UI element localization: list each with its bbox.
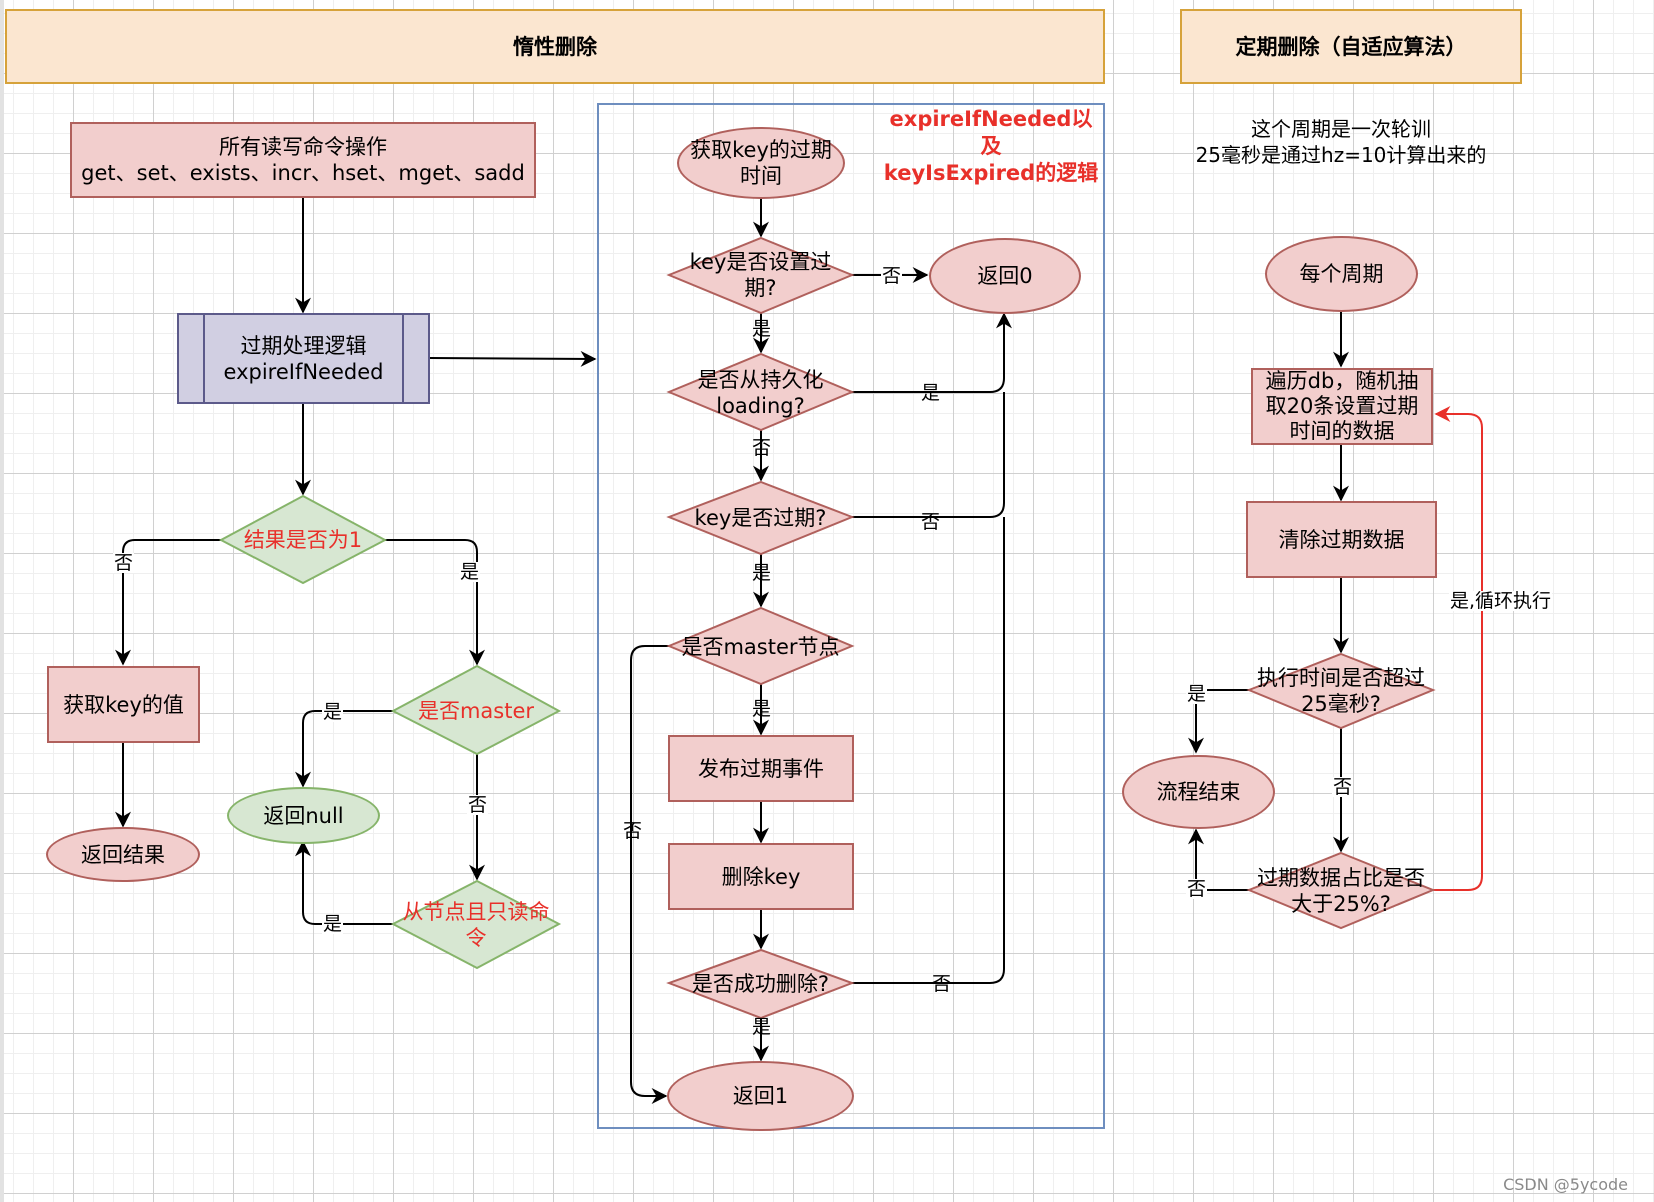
edge-label-result-yes: 是 [459, 561, 481, 583]
get-expire-time-line2: 时间 [740, 164, 782, 188]
slave-readonly-label: 从节点且只读命 令 [393, 898, 559, 952]
sample-keys-line1: 遍历db，随机抽 [1265, 369, 1419, 393]
edge-label-time-yes: 是 [1186, 683, 1208, 705]
edge-label-loading-yes: 是 [921, 382, 941, 404]
get-key-value-label: 获取key的值 [63, 692, 184, 717]
expire-logic-frame[interactable] [597, 103, 1105, 1129]
return-null-label: 返回null [263, 803, 344, 828]
edge-label-has-expire-yes: 是 [752, 318, 772, 340]
time-exceeded-line2: 25毫秒? [1301, 692, 1381, 716]
is-master-label: 是否master [417, 699, 535, 723]
return-0-label: 返回0 [977, 264, 1033, 288]
return-1-label: 返回1 [732, 1084, 789, 1108]
publish-event-label: 发布过期事件 [698, 756, 824, 781]
ratio-label: 过期数据占比是否 大于25%? [1240, 864, 1442, 918]
lane-periodic-deletion[interactable]: 定期删除（自适应算法） [1180, 9, 1522, 84]
return-result-node[interactable]: 返回结果 [46, 827, 200, 882]
return-0-node[interactable]: 返回0 [929, 238, 1081, 314]
edge-label-time-no: 否 [1332, 776, 1354, 798]
edge-label-master-yes: 是 [322, 701, 344, 723]
flow-end-node[interactable]: 流程结束 [1122, 755, 1275, 829]
loading-line1: 是否从持久化 [697, 368, 824, 392]
frame-note: expireIfNeeded以及 keyIsExpired的逻辑 [880, 106, 1102, 187]
delete-key-label: 删除key [721, 864, 801, 889]
edge-label-master-node-yes: 是 [752, 698, 772, 720]
flow-end-label: 流程结束 [1156, 780, 1241, 804]
canvas-left-edge [0, 0, 4, 1202]
expire-process-func: expireIfNeeded [223, 359, 384, 384]
expire-process-title: 过期处理逻辑 [240, 333, 367, 358]
sample-keys-line2: 取20条设置过期 [1265, 394, 1419, 418]
expire-process-box[interactable]: 过期处理逻辑 expireIfNeeded [177, 313, 430, 404]
clear-expired-label: 清除过期数据 [1278, 527, 1405, 552]
get-key-value-box[interactable]: 获取key的值 [47, 666, 200, 743]
edge-label-has-expire-no: 否 [881, 265, 903, 287]
edge-label-result-no: 否 [113, 552, 135, 574]
expired-label: key是否过期? [694, 506, 827, 530]
ratio-line2: 大于25%? [1291, 892, 1391, 916]
lane-lazy-title: 惰性删除 [513, 34, 597, 59]
get-expire-time-node[interactable]: 获取key的过期 时间 [677, 127, 845, 199]
slave-readonly-line1: 从节点且只读命 [402, 900, 550, 924]
edge-result-yes [385, 539, 485, 666]
frame-note-line1: expireIfNeeded以及 [889, 107, 1093, 158]
periodic-note-line2: 25毫秒是通过hz=10计算出来的 [1195, 143, 1487, 167]
edge-label-deleted-yes: 是 [752, 1016, 772, 1038]
get-expire-time-line1: 获取key的过期 [690, 138, 832, 162]
slave-readonly-line2: 令 [465, 926, 487, 950]
publish-event-box[interactable]: 发布过期事件 [668, 735, 854, 802]
edge-label-ratio-no: 否 [1186, 878, 1208, 900]
edge-slave-yes [295, 840, 393, 925]
edge-ratio-yes-loop [1433, 406, 1483, 891]
edge-label-expired-yes: 是 [752, 562, 772, 584]
edge-label-loading-no: 否 [752, 437, 772, 459]
master-node-label: 是否master节点 [681, 635, 840, 659]
clear-expired-box[interactable]: 清除过期数据 [1246, 501, 1437, 578]
return-1-node[interactable]: 返回1 [667, 1061, 854, 1131]
periodic-note-line1: 这个周期是一次轮训 [1251, 117, 1431, 141]
has-expire-label: key是否设置过 期? [669, 248, 852, 302]
lane-lazy-deletion[interactable]: 惰性删除 [5, 9, 1105, 84]
edge-label-deleted-no: 否 [932, 973, 952, 995]
edge-label-master-node-no: 否 [623, 820, 643, 842]
edge-master-yes [295, 710, 393, 788]
has-expire-line2: 期? [744, 276, 777, 300]
edge-process-to-frame [429, 350, 597, 367]
each-cycle-node[interactable]: 每个周期 [1265, 236, 1418, 312]
delete-key-box[interactable]: 删除key [668, 843, 854, 910]
loading-line2: loading? [716, 394, 805, 418]
edge-label-expired-no: 否 [921, 511, 941, 533]
edge-label-ratio-yes-loop: 是,循环执行 [1449, 590, 1553, 612]
all-commands-title: 所有读写命令操作 [219, 135, 387, 159]
edge-label-master-no: 否 [467, 794, 489, 816]
ratio-line1: 过期数据占比是否 [1257, 866, 1425, 890]
sample-keys-line3: 时间的数据 [1289, 419, 1395, 443]
result-is-1-label: 结果是否为1 [243, 528, 363, 552]
return-null-node[interactable]: 返回null [227, 787, 380, 844]
all-commands-list: get、set、exists、incr、hset、mget、sadd [81, 161, 525, 185]
watermark: CSDN @5ycode [1503, 1175, 1628, 1194]
deleted-label: 是否成功删除? [691, 972, 830, 996]
all-commands-box[interactable]: 所有读写命令操作 get、set、exists、incr、hset、mget、s… [70, 122, 536, 198]
lane-periodic-title: 定期删除（自适应算法） [1235, 34, 1467, 59]
time-exceeded-label: 执行时间是否超过 25毫秒? [1240, 664, 1442, 718]
edge-label-slave-yes: 是 [322, 913, 344, 935]
periodic-note: 这个周期是一次轮训 25毫秒是通过hz=10计算出来的 [1170, 116, 1512, 168]
loading-label: 是否从持久化 loading? [669, 366, 852, 420]
has-expire-line1: key是否设置过 [689, 250, 832, 274]
frame-note-line2: keyIsExpired的逻辑 [883, 161, 1099, 185]
time-exceeded-line1: 执行时间是否超过 [1257, 666, 1425, 690]
edge-result-no [115, 539, 221, 666]
sample-keys-box[interactable]: 遍历db，随机抽 取20条设置过期 时间的数据 [1251, 368, 1433, 445]
return-result-label: 返回结果 [81, 842, 165, 867]
each-cycle-label: 每个周期 [1299, 262, 1384, 286]
